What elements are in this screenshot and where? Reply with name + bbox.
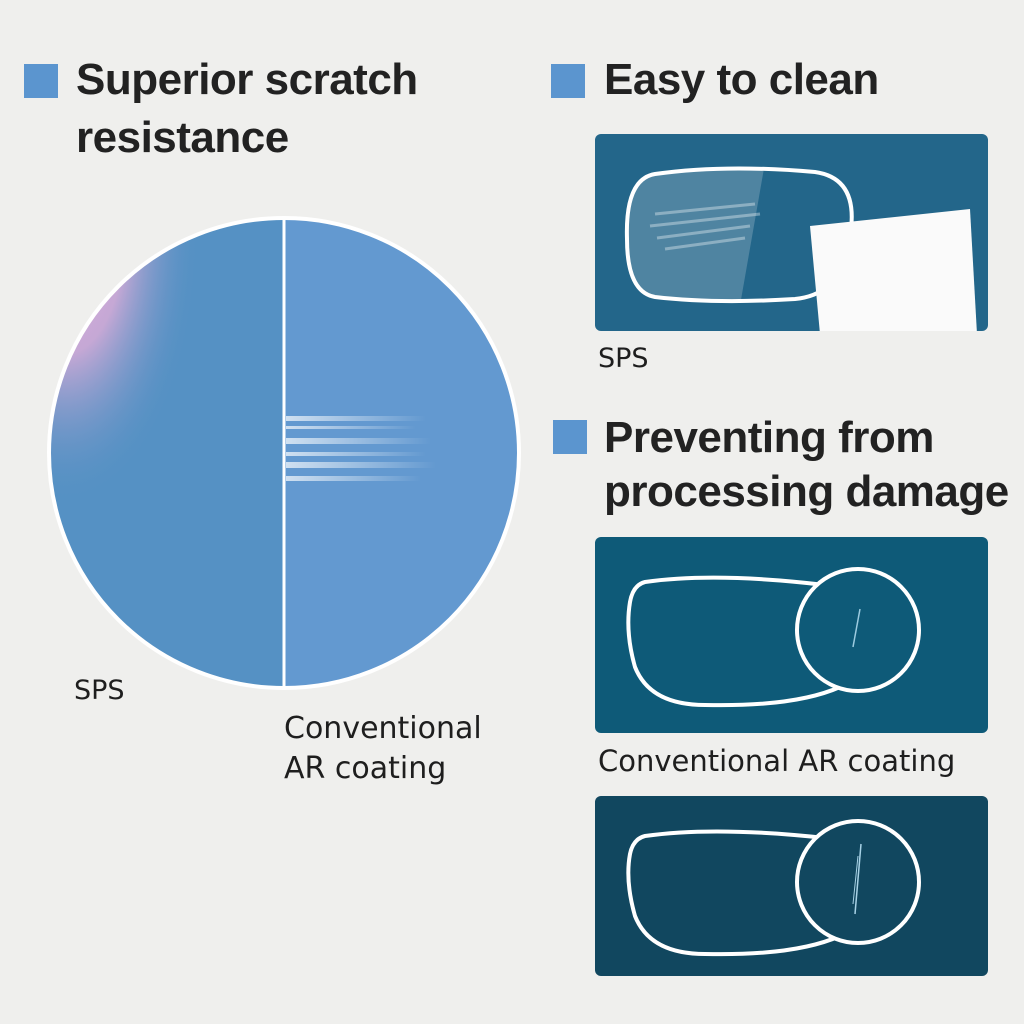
scratch-comparison-circle <box>47 216 521 690</box>
bullet-square <box>553 420 587 454</box>
label-conventional-ar: Conventional AR coating <box>598 744 956 778</box>
label-sps-clean: SPS <box>598 343 649 374</box>
lens-wipe-illustration <box>624 166 977 331</box>
heading-scratch-line1: Superior scratch <box>76 55 418 104</box>
bullet-square <box>24 64 58 98</box>
label-conventional-line2: AR coating <box>284 751 447 786</box>
label-sps-left: SPS <box>74 675 125 706</box>
heading-damage-line2: processing damage <box>604 467 1009 516</box>
heading-damage-line1: Preventing from <box>604 413 934 462</box>
panel-conventional <box>595 537 988 733</box>
lens-processing-illustration <box>626 819 921 957</box>
bullet-square <box>551 64 585 98</box>
label-conventional-line1: Conventional <box>284 711 482 746</box>
heading-scratch-line2: resistance <box>76 113 289 162</box>
panel-easy-clean <box>595 134 988 331</box>
cleaning-cloth <box>810 209 977 331</box>
lens-processing-illustration <box>626 567 921 708</box>
panel-sps-damage <box>595 796 988 976</box>
heading-easy-clean: Easy to clean <box>604 55 879 104</box>
scratch-marks <box>286 416 436 481</box>
